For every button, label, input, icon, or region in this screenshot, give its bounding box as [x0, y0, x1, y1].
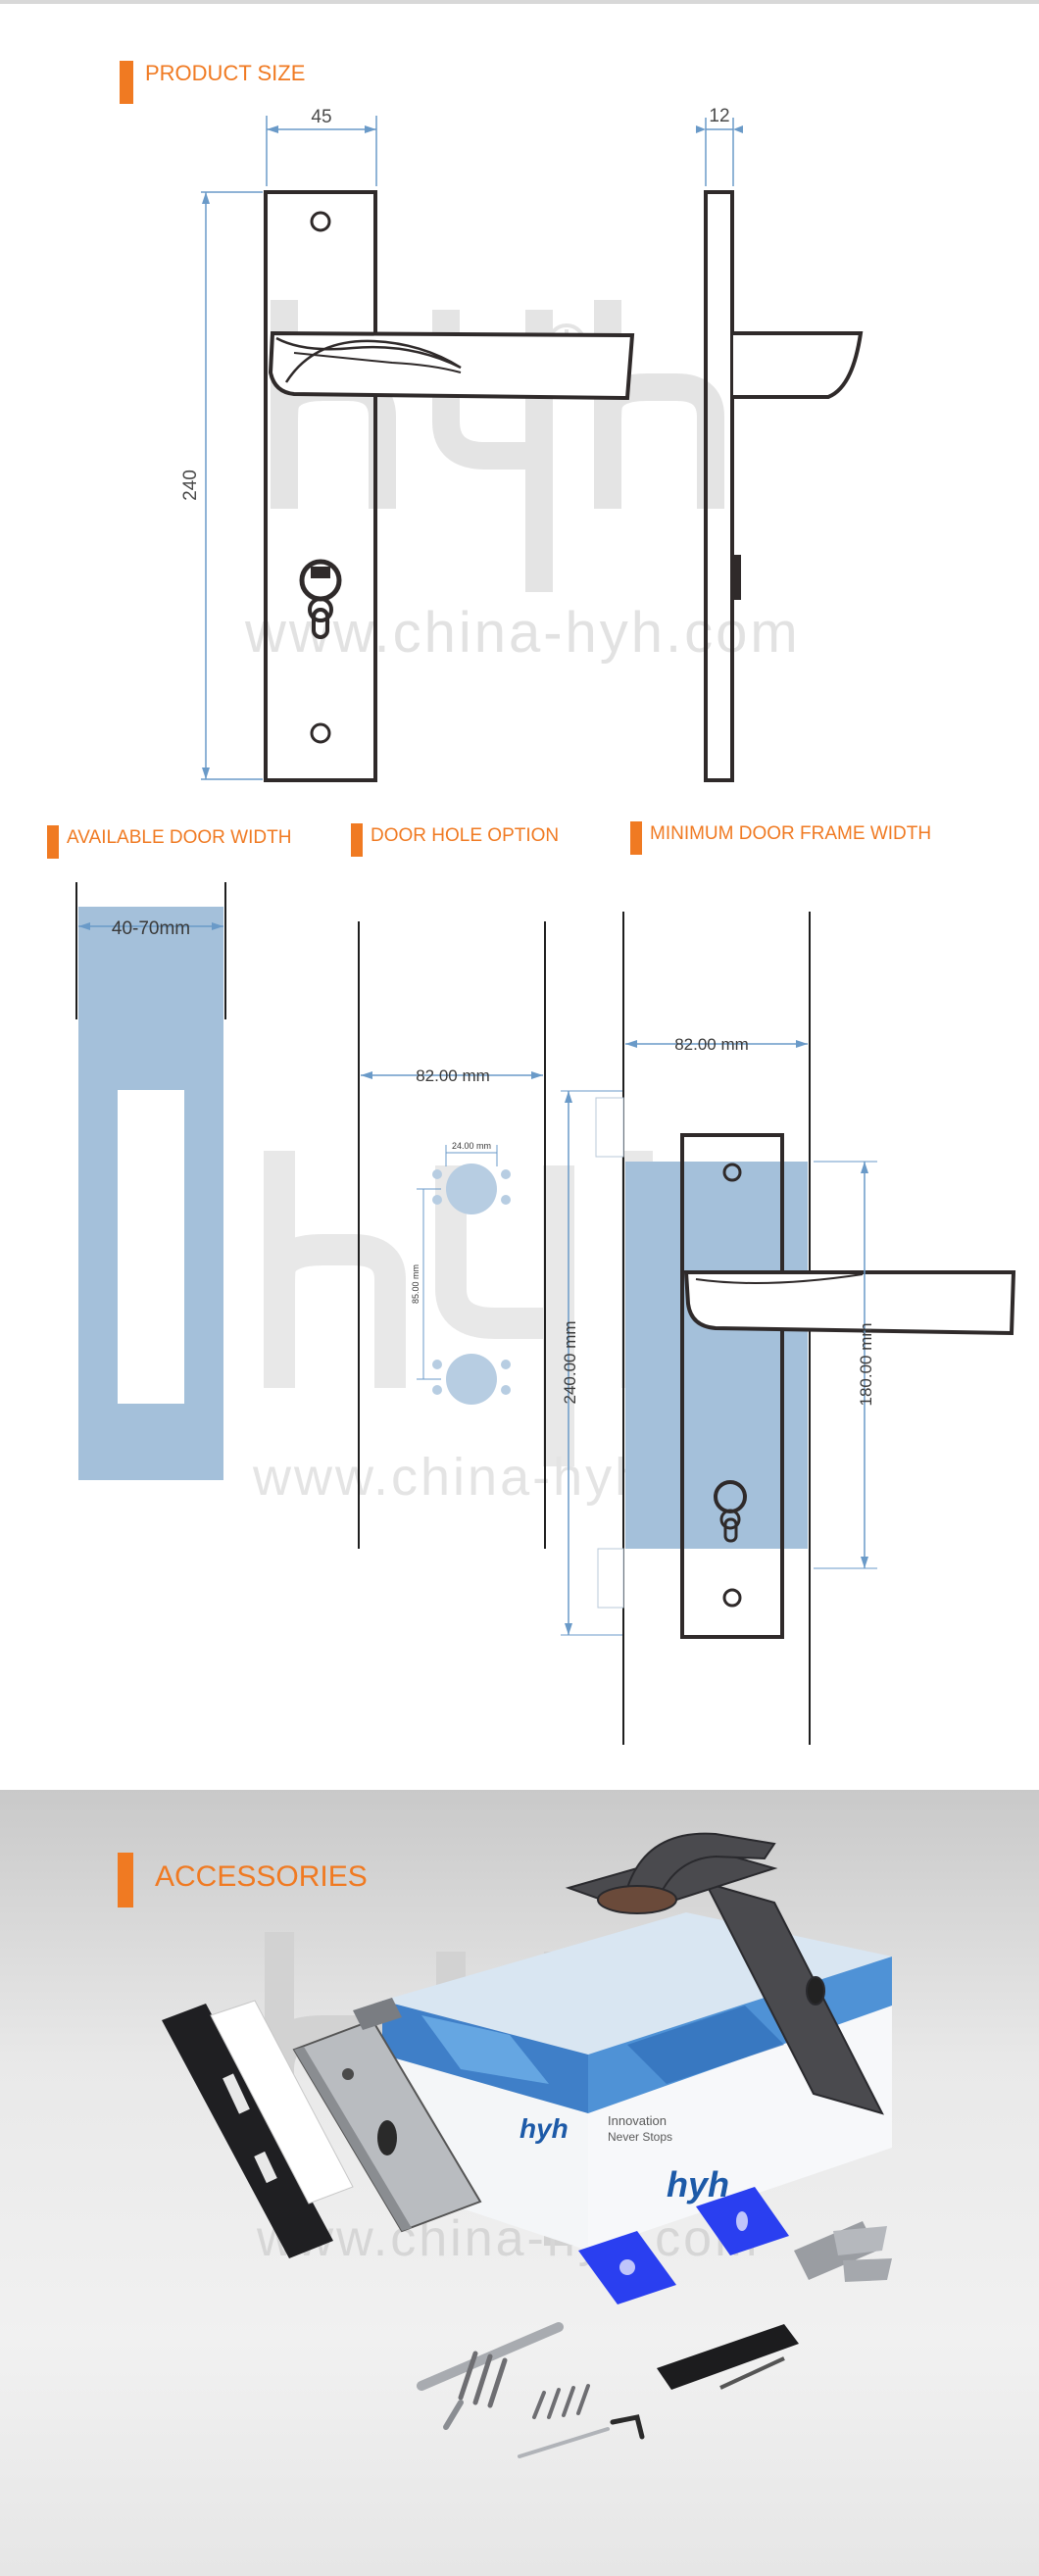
strike-plate	[162, 2000, 354, 2258]
product-size-title: PRODUCT SIZE	[145, 61, 306, 85]
upper-hole	[446, 1164, 497, 1214]
box-slogan-line2: Never Stops	[608, 2130, 672, 2144]
mounting-plates	[578, 2187, 789, 2304]
heading-marker	[120, 61, 133, 104]
lower-hole	[446, 1354, 497, 1405]
dimension-arrows	[202, 125, 743, 779]
height-dimension: 240	[180, 470, 201, 501]
hole-diameter: 24.00 mm	[452, 1141, 491, 1151]
width-dimension: 45	[311, 107, 331, 127]
frame-spacing: 82.00 mm	[674, 1035, 749, 1054]
accessories-photo: www.china-hyh.com hyh Innovation Never S…	[162, 1832, 892, 2458]
heading-marker	[630, 821, 642, 855]
frame-handle	[683, 1270, 1016, 1336]
box-brand-front: hyh	[667, 2164, 729, 2204]
door-width-title: AVAILABLE DOOR WIDTH	[67, 827, 292, 848]
frame-width-title: MINIMUM DOOR FRAME WIDTH	[650, 823, 932, 844]
frame-inner-height: 180.00 mm	[857, 1322, 875, 1406]
front-plate	[264, 190, 377, 782]
hole-distance: 85.00 mm	[411, 1264, 421, 1304]
door-width-diagram: 40-70mm	[75, 882, 226, 1480]
dimension-lines	[201, 116, 734, 780]
thickness-dimension: 12	[709, 106, 729, 126]
installation-drawings: www.china-hyh.com 40-70mm 82.00 mm 24.00…	[75, 882, 1016, 1745]
heading-marker	[47, 825, 59, 859]
front-handle	[268, 330, 635, 401]
frame-height: 240.00 mm	[561, 1320, 579, 1404]
accessories-title: ACCESSORIES	[155, 1860, 368, 1893]
door-hole-title: DOOR HOLE OPTION	[371, 825, 560, 846]
front-cylinder	[299, 559, 342, 639]
box-brand-side: hyh	[520, 2113, 569, 2144]
door-hole-diagram: 82.00 mm 24.00 mm 85.00 mm	[358, 921, 546, 1549]
frame-diagram: 82.00 mm 240.00 mm 180.00 mm	[561, 912, 1016, 1745]
frame-door-section	[625, 1162, 808, 1549]
frame-plate	[680, 1133, 784, 1639]
lever-handle-set	[565, 1832, 884, 2115]
screws-and-parts	[417, 2322, 645, 2458]
mortise-lock-body	[292, 1998, 482, 2233]
door-width-range: 40-70mm	[112, 918, 190, 939]
top-divider	[0, 0, 1039, 4]
heading-marker	[118, 1853, 133, 1907]
cylinder-and-keys	[657, 2221, 892, 2390]
product-size-drawing: www.china-hyh.com 45 12 240	[180, 106, 864, 782]
door-hole-spacing: 82.00 mm	[416, 1066, 490, 1085]
door-cutout	[118, 1090, 184, 1404]
side-plate	[704, 190, 864, 782]
heading-marker	[351, 823, 363, 857]
box-slogan-line1: Innovation	[608, 2113, 667, 2128]
